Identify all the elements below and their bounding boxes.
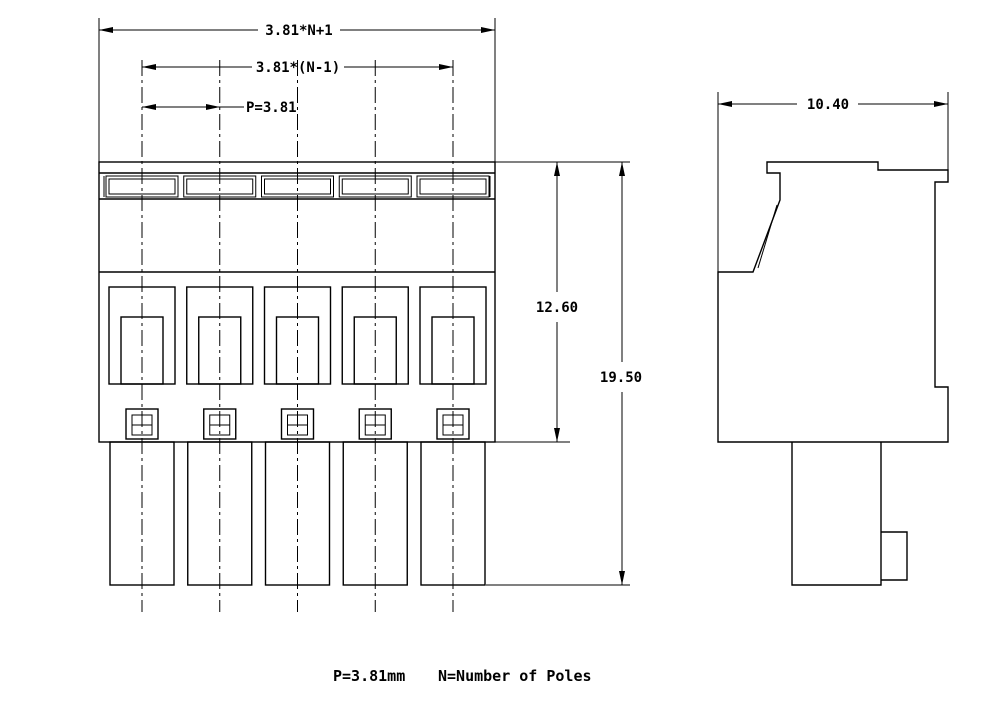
front-view: 3.81*N+1 3.81*(N-1) P=3.81 <box>98 18 642 612</box>
pole-centerlines <box>141 60 454 612</box>
dimension-overall-width: 3.81*N+1 <box>98 18 496 162</box>
dimension-side-width: 10.40 <box>717 92 949 272</box>
dimension-housing-height: 12.60 <box>495 161 578 443</box>
dimension-pitch: P=3.81 <box>142 100 297 116</box>
dimension-span-width: 3.81*(N-1) <box>141 60 454 76</box>
housing-height-label: 12.60 <box>536 300 578 316</box>
side-pin-body <box>791 442 882 586</box>
side-housing-outline <box>717 161 949 443</box>
overall-width-label: 3.81*N+1 <box>265 23 332 39</box>
span-width-label: 3.81*(N-1) <box>256 60 340 76</box>
side-pin-tab <box>881 531 908 581</box>
pitch-label: P=3.81 <box>246 100 297 116</box>
side-latch-line <box>757 204 778 269</box>
pitch-note: P=3.81mm <box>333 667 405 685</box>
side-width-label: 10.40 <box>807 97 849 113</box>
notes: P=3.81mm N=Number of Poles <box>333 667 592 685</box>
side-view: 10.40 <box>717 92 949 586</box>
total-height-label: 19.50 <box>600 370 642 386</box>
dimension-total-height: 19.50 <box>486 161 642 586</box>
poles-note: N=Number of Poles <box>438 667 592 685</box>
